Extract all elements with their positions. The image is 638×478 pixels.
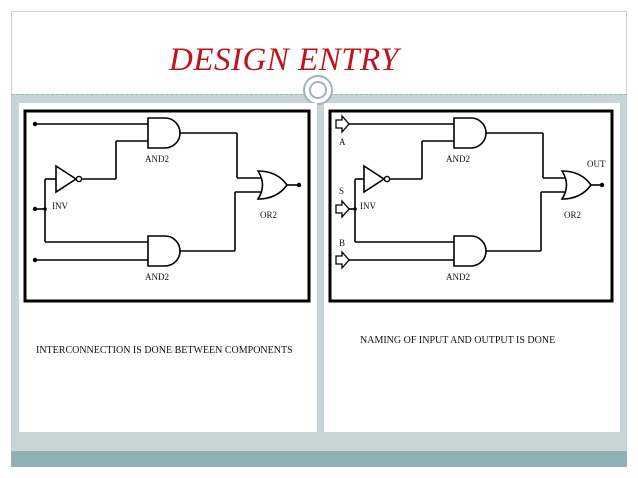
input-port-a-icon	[335, 114, 350, 134]
left-caption: INTERCONNECTION IS DONE BETWEEN COMPONEN…	[36, 345, 293, 356]
left-circuit-diagram: AND2 INV OR2 AND2	[23, 109, 311, 303]
footer-bar	[11, 451, 627, 467]
slide-title: DESIGN ENTRY	[169, 42, 400, 78]
label-output: OUT	[587, 159, 606, 169]
label-or2: OR2	[564, 210, 581, 220]
label-input-s: S	[339, 186, 344, 196]
label-and2-top: AND2	[145, 154, 169, 164]
inverter-gate	[363, 164, 386, 194]
left-panel: AND2 INV OR2 AND2 INTERCONNECTION IS DON…	[19, 103, 317, 432]
and-gate-bottom	[147, 235, 181, 267]
right-caption: NAMING OF INPUT AND OUTPUT IS DONE	[360, 335, 556, 346]
label-input-a: A	[339, 137, 346, 147]
label-input-b: B	[339, 238, 345, 248]
or-gate	[560, 170, 592, 200]
input-port-b-icon	[335, 250, 350, 270]
label-or2: OR2	[260, 210, 277, 220]
divider-circle-ornament	[303, 75, 333, 105]
or-gate	[256, 170, 288, 200]
label-and2-bottom: AND2	[446, 272, 470, 282]
label-inv: INV	[360, 201, 376, 211]
label-and2-top: AND2	[446, 154, 470, 164]
inverter-gate	[55, 164, 78, 194]
label-and2-bottom: AND2	[145, 272, 169, 282]
right-panel: A S B OUT AND2 INV OR2 AND2 NAMING OF IN…	[324, 103, 620, 432]
and-gate-top	[147, 117, 181, 149]
label-inv: INV	[52, 201, 68, 211]
slide: DESIGN ENTRY	[11, 11, 627, 467]
input-port-s-icon	[335, 199, 350, 219]
and-gate-top	[453, 117, 487, 149]
right-circuit-diagram: A S B OUT AND2 INV OR2 AND2	[328, 109, 614, 303]
and-gate-bottom	[453, 235, 487, 267]
